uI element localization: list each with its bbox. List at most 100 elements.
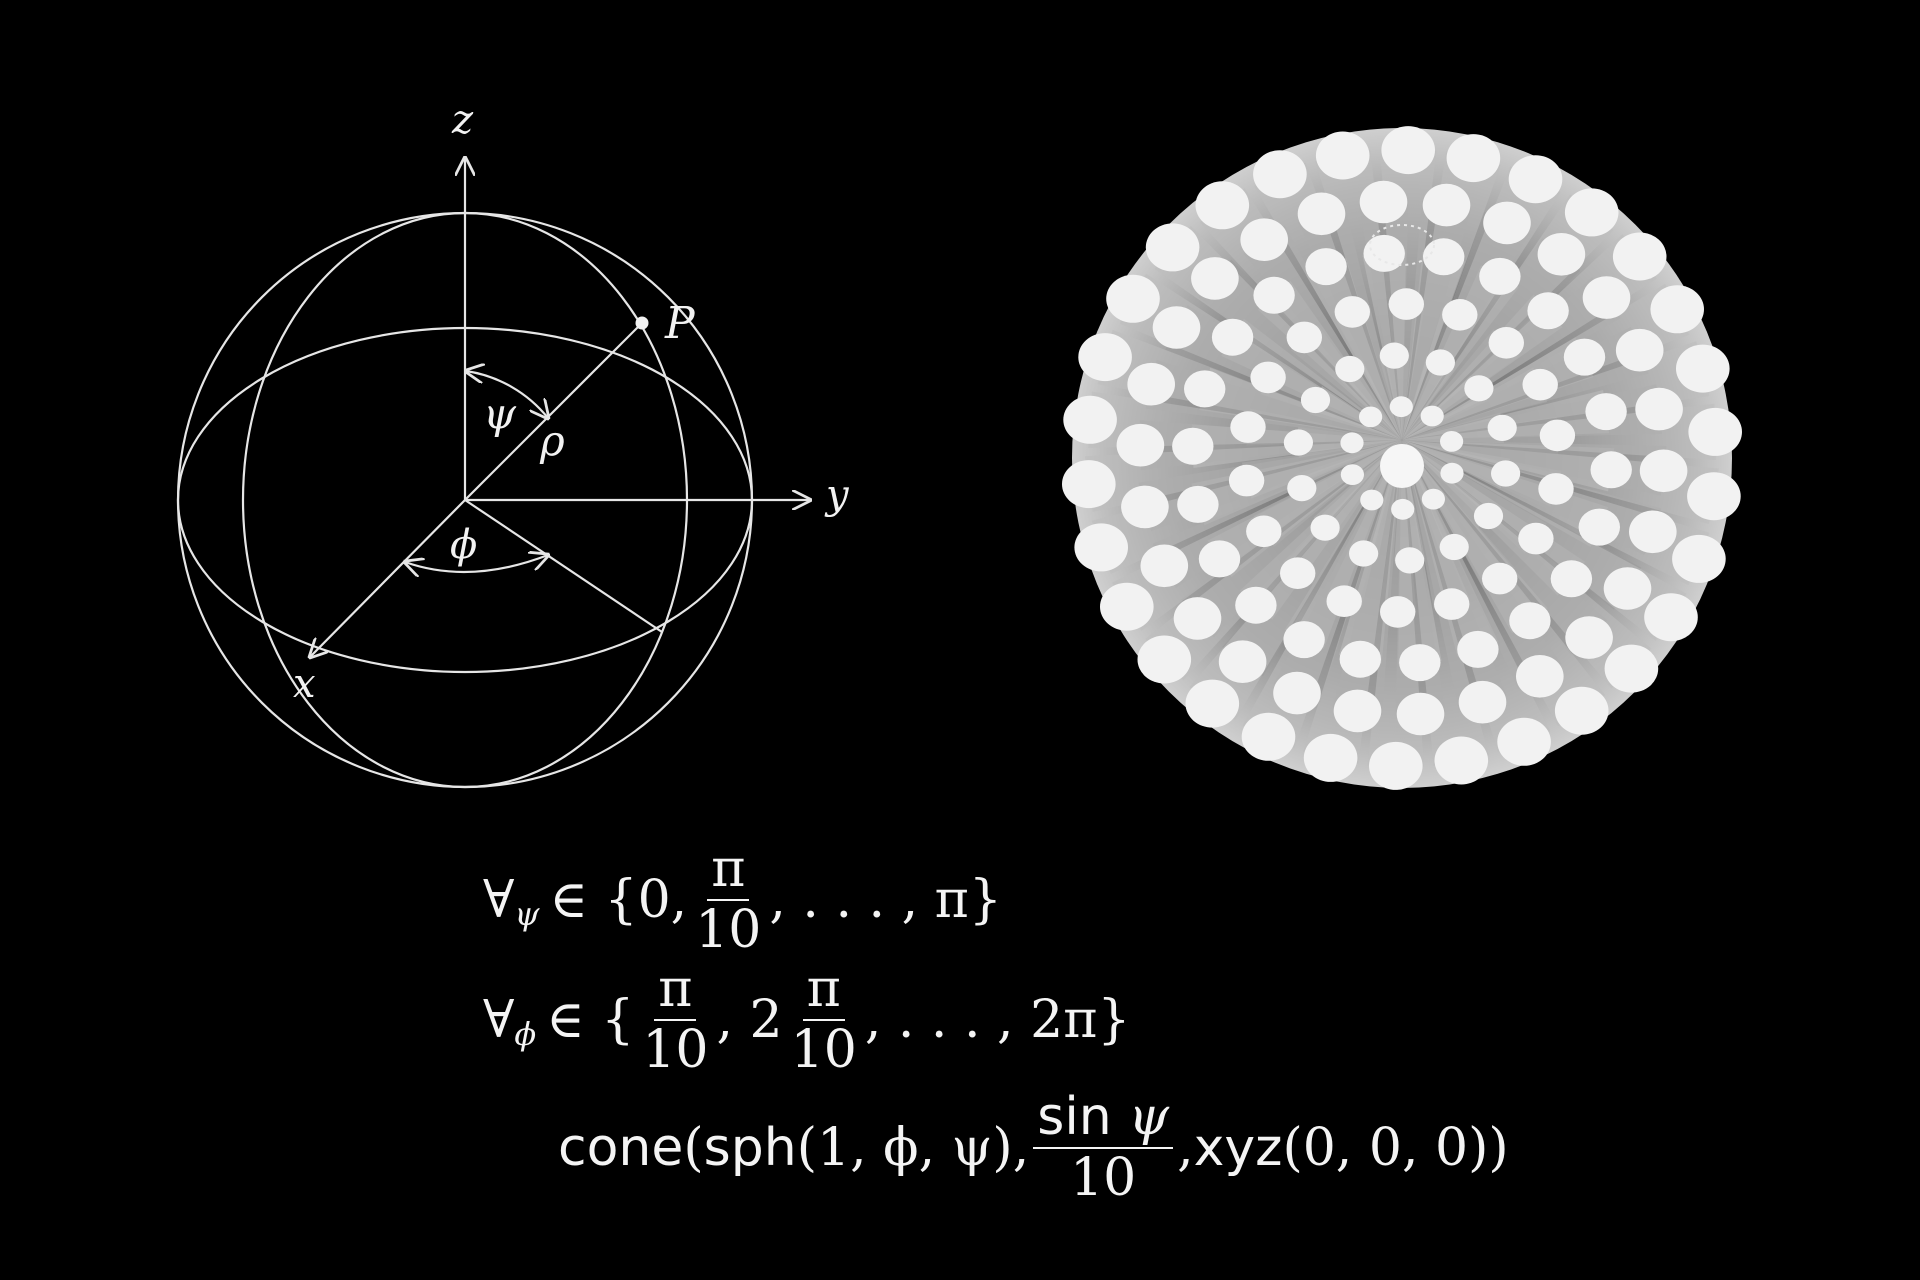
cone-cap (1457, 630, 1499, 668)
cone-body (1402, 151, 1501, 440)
cone-cap (1603, 567, 1652, 610)
fraction-denominator: 10 (1070, 1147, 1137, 1208)
cone-cap (1564, 188, 1619, 237)
cone-cap (1615, 328, 1664, 372)
rho-label: ρ (539, 416, 565, 465)
cone-cap (1340, 432, 1364, 454)
cone-cap (1315, 131, 1370, 180)
cone-cap (1440, 431, 1464, 452)
cone-cap (1246, 515, 1282, 548)
formula-cone-call: cone ( sph (1, ϕ, ψ), sin ψ 10 , xyz (0,… (558, 1090, 1509, 1205)
cone-cap (1173, 597, 1222, 640)
fraction-numerator: π (802, 962, 845, 1021)
cone-cap (1300, 386, 1331, 414)
cone-cap (1388, 288, 1425, 320)
cone-cap (1473, 502, 1504, 530)
cone-cap (1483, 201, 1531, 245)
sin-function: sin (1037, 1087, 1112, 1147)
cone-cap (1440, 462, 1464, 484)
fraction-pi-over-10: π 10 (691, 842, 765, 957)
cone-cap (1145, 223, 1200, 272)
cone-cap (1195, 181, 1250, 230)
fraction-denominator: 10 (790, 1019, 857, 1080)
cone-cap (1554, 686, 1609, 735)
cone-cap-center (1380, 444, 1424, 488)
cone-cap (1550, 560, 1593, 598)
cone-body (1402, 440, 1551, 753)
cone-cap (1688, 407, 1742, 456)
cone-cap (1116, 423, 1165, 467)
cone-cap (1303, 733, 1358, 782)
phi-label: ϕ (450, 522, 477, 568)
fraction-denominator: 10 (642, 1019, 709, 1080)
cone-cap (1335, 355, 1365, 383)
cone-body (1091, 440, 1402, 574)
xyz-function: xyz (1193, 1117, 1283, 1178)
cone-cap (1563, 338, 1606, 376)
cone-cap (1185, 679, 1240, 728)
cone-cap (1380, 596, 1416, 628)
paren-open: ( (683, 1117, 704, 1178)
xyz-arguments: (0, 0, 0)) (1282, 1117, 1509, 1178)
top-cone-ring (1369, 224, 1435, 266)
cone-cap (1396, 692, 1445, 736)
cone-cap (1629, 510, 1677, 554)
cone-cap (1395, 547, 1425, 574)
cone-cap (1458, 680, 1507, 724)
forall-symbol: ∀ (483, 869, 515, 930)
fraction-sin-psi-over-10: sin ψ 10 (1033, 1087, 1174, 1208)
cone-cap (1537, 233, 1586, 276)
cone-cap (1539, 419, 1576, 452)
cone-cap (1273, 671, 1321, 715)
x-axis (310, 499, 466, 657)
cone-cap (1340, 464, 1364, 485)
cone-cap (1211, 318, 1254, 356)
cone-cap (1253, 150, 1307, 199)
y-axis-label: y (824, 472, 850, 518)
cone-cap (1283, 429, 1313, 456)
cone-cap (1389, 396, 1413, 418)
point-p-marker (635, 316, 649, 330)
cone-cap (1297, 192, 1346, 236)
cone-cap (1235, 586, 1277, 624)
cone-cap (1230, 411, 1266, 443)
cone-cap (1423, 238, 1465, 276)
cone-cap (1359, 406, 1383, 428)
cone-cap (1140, 544, 1189, 588)
formula-phi-range: ∀ ϕ ∈ { π 10 , 2 π 10 , . . . , 2π} (483, 962, 1130, 1077)
cone-cap (1479, 257, 1521, 295)
cone-cap (1379, 342, 1409, 369)
cone-cap (1612, 232, 1667, 281)
cone-cap (1074, 523, 1128, 572)
cone-cap (1527, 292, 1569, 330)
cone-cap (1198, 540, 1241, 578)
cone-cap (1283, 621, 1325, 659)
set-open: ∈ {0, (549, 869, 688, 930)
cone-cap (1172, 427, 1214, 465)
cone-cap (1464, 375, 1494, 402)
cone-cap (1650, 285, 1704, 334)
cone-body (1254, 162, 1402, 441)
cone-cap (1152, 306, 1201, 349)
cone-cap (1518, 522, 1554, 555)
forall-symbol: ∀ (483, 989, 515, 1050)
cone-cap (1333, 689, 1382, 733)
cone-cap (1280, 557, 1316, 589)
cone-cap (1339, 640, 1382, 678)
cone-caps (1062, 126, 1742, 790)
cone-cap (1062, 460, 1116, 509)
cone-cap (1063, 395, 1117, 444)
cone-cap (1381, 126, 1435, 175)
fraction-denominator: 10 (695, 899, 762, 960)
cone-cap (1516, 655, 1564, 698)
fraction-numerator: sin ψ (1033, 1087, 1174, 1149)
cone-cap (1488, 327, 1525, 359)
fraction-numerator: π (654, 962, 697, 1021)
phi-subscript: ϕ (514, 1014, 537, 1053)
sph-arguments: (1, ϕ, ψ), (796, 1117, 1030, 1178)
cone-cap (1509, 602, 1551, 640)
cone-cap (1310, 514, 1340, 541)
